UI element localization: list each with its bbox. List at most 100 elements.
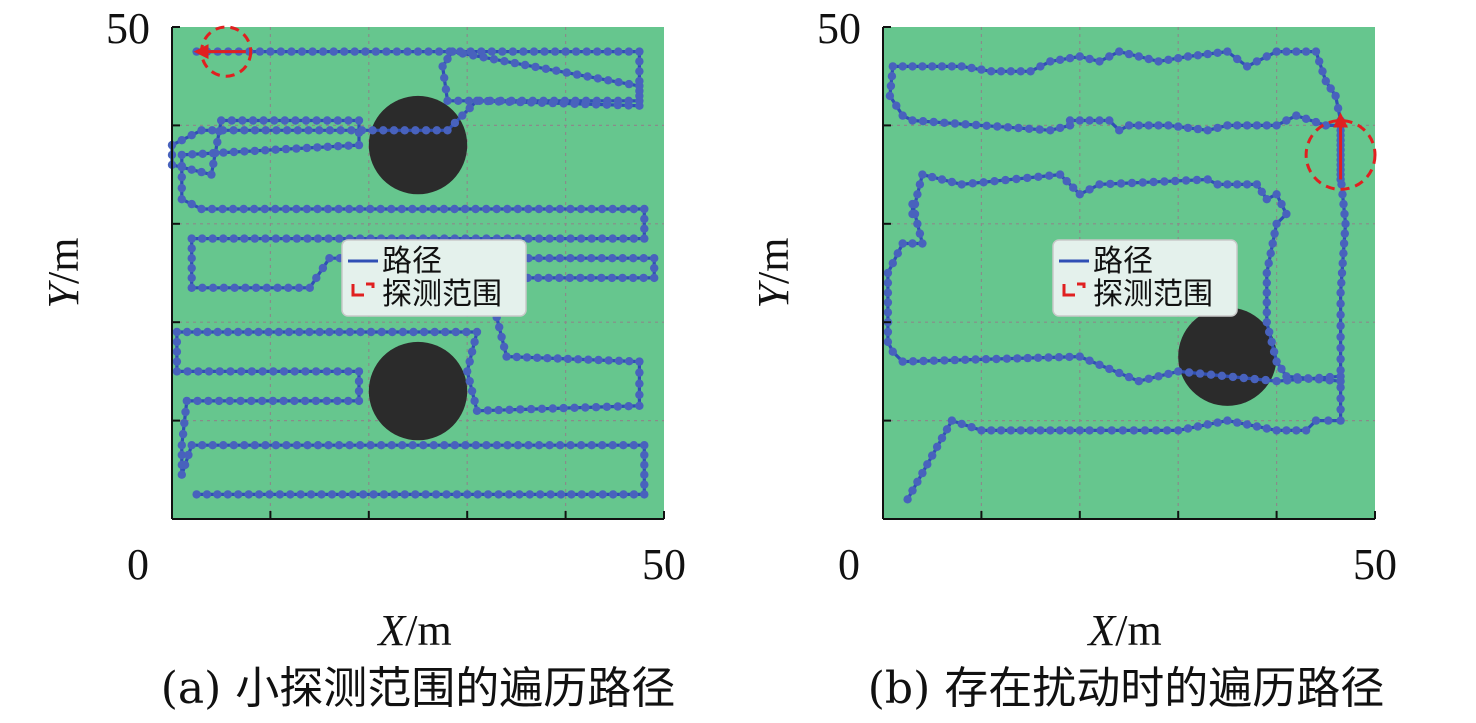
path-marker (207, 170, 216, 179)
path-marker (957, 180, 966, 189)
path-marker (187, 283, 196, 292)
path-marker (258, 367, 267, 376)
path-marker (581, 99, 590, 109)
path-marker (543, 354, 552, 363)
legend-entry-path: 路径 (382, 244, 442, 279)
path-marker (369, 490, 378, 499)
path-marker (495, 322, 504, 332)
path-marker (929, 117, 938, 127)
path-marker (513, 441, 523, 450)
path-marker (1192, 175, 1202, 185)
path-marker (515, 490, 524, 499)
path-marker (273, 283, 282, 292)
path-marker (388, 327, 397, 337)
path-marker (555, 234, 565, 243)
path-marker (1003, 123, 1013, 132)
path-marker (1164, 55, 1173, 64)
path-marker (1065, 352, 1074, 362)
path-marker (996, 67, 1006, 76)
path-marker (1124, 372, 1134, 382)
path-marker (587, 441, 596, 450)
path-marker (534, 273, 543, 283)
path-marker (354, 116, 364, 125)
path-marker (1282, 47, 1291, 56)
path-marker (1301, 47, 1311, 56)
path-marker (313, 204, 322, 214)
path-marker (333, 396, 342, 406)
path-marker (887, 72, 897, 81)
path-marker (533, 353, 542, 362)
x-tick-label: 50 (1353, 540, 1397, 589)
path-marker (566, 234, 575, 243)
path-marker (203, 327, 212, 337)
path-marker (993, 122, 1002, 131)
path-marker (1223, 180, 1232, 189)
path-marker (177, 150, 186, 160)
path-marker (465, 377, 474, 386)
path-marker (1012, 174, 1021, 184)
path-marker (640, 450, 649, 460)
path-marker (1223, 416, 1232, 425)
path-marker (499, 342, 509, 351)
path-marker (937, 175, 947, 184)
path-marker (197, 204, 206, 214)
path-marker (344, 204, 354, 214)
path-marker (487, 47, 496, 56)
path-marker (1262, 195, 1272, 204)
path-marker (1339, 249, 1348, 258)
path-marker (524, 441, 533, 450)
path-marker (1062, 177, 1071, 186)
path-marker (214, 396, 224, 406)
path-marker (545, 254, 554, 263)
path-marker (908, 199, 917, 209)
path-marker (640, 204, 649, 214)
path-marker (635, 47, 644, 56)
path-marker (1337, 268, 1347, 278)
path-marker (583, 72, 592, 81)
path-marker (182, 327, 192, 337)
path-marker (635, 368, 644, 377)
path-marker (613, 100, 622, 110)
path-marker (322, 396, 331, 406)
path-marker (376, 204, 385, 214)
path-marker (355, 204, 364, 214)
path-marker (1174, 367, 1183, 376)
path-marker (1272, 219, 1281, 228)
path-marker (177, 161, 186, 171)
path-marker (182, 396, 191, 406)
path-marker (1075, 190, 1085, 199)
path-marker (226, 367, 235, 376)
path-marker (282, 441, 291, 450)
path-marker (614, 356, 624, 365)
path-marker (1106, 179, 1115, 189)
path-marker (1336, 321, 1345, 331)
path-marker (888, 62, 897, 71)
path-marker (1184, 368, 1194, 377)
path-marker (544, 273, 553, 283)
path-marker (572, 70, 582, 79)
path-marker (527, 98, 536, 107)
path-marker (482, 441, 491, 450)
path-marker (312, 116, 321, 125)
path-marker (494, 490, 503, 499)
path-marker (1270, 229, 1279, 238)
path-marker (527, 404, 536, 414)
path-marker (354, 396, 364, 406)
path-marker (898, 62, 907, 71)
path-marker (1134, 52, 1144, 61)
path-marker (635, 401, 644, 410)
path-marker (893, 249, 902, 258)
path-marker (635, 390, 644, 399)
path-marker (541, 64, 551, 74)
path-marker (193, 327, 202, 337)
path-marker (187, 254, 196, 263)
path-marker (566, 204, 575, 214)
path-marker (197, 167, 206, 177)
path-marker (387, 204, 396, 214)
path-marker (215, 127, 224, 136)
path-marker (366, 204, 375, 214)
path-marker (301, 116, 311, 125)
path-marker (336, 126, 345, 135)
path-marker (1085, 356, 1094, 365)
